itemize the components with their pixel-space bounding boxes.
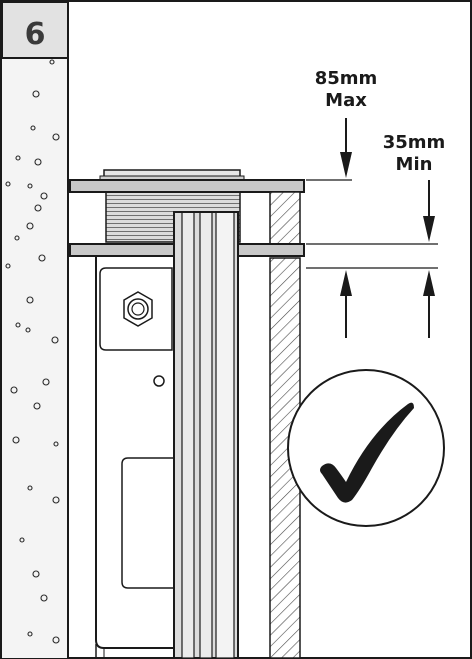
screw-hole bbox=[153, 375, 165, 387]
min-word-label: Min bbox=[396, 154, 433, 175]
rear-port bbox=[121, 457, 177, 589]
wall-section bbox=[2, 2, 69, 658]
step-number-box: 6 bbox=[1, 1, 69, 59]
max-dimension-arrow bbox=[340, 118, 352, 178]
hex-nut bbox=[123, 291, 153, 327]
max-word-label: Max bbox=[325, 90, 367, 111]
checkmark-icon bbox=[287, 369, 445, 527]
cover-plate bbox=[69, 179, 305, 193]
device-body bbox=[95, 255, 177, 658]
min-dimension-arrow-down bbox=[423, 180, 435, 242]
top-flange bbox=[99, 169, 245, 181]
min-value-label: 35mm bbox=[383, 132, 446, 153]
up-arrows bbox=[340, 270, 435, 338]
step-number: 6 bbox=[25, 17, 46, 52]
outlet-tube bbox=[173, 211, 239, 659]
max-value-label: 85mm bbox=[315, 68, 378, 89]
dimension-lines bbox=[306, 179, 438, 269]
